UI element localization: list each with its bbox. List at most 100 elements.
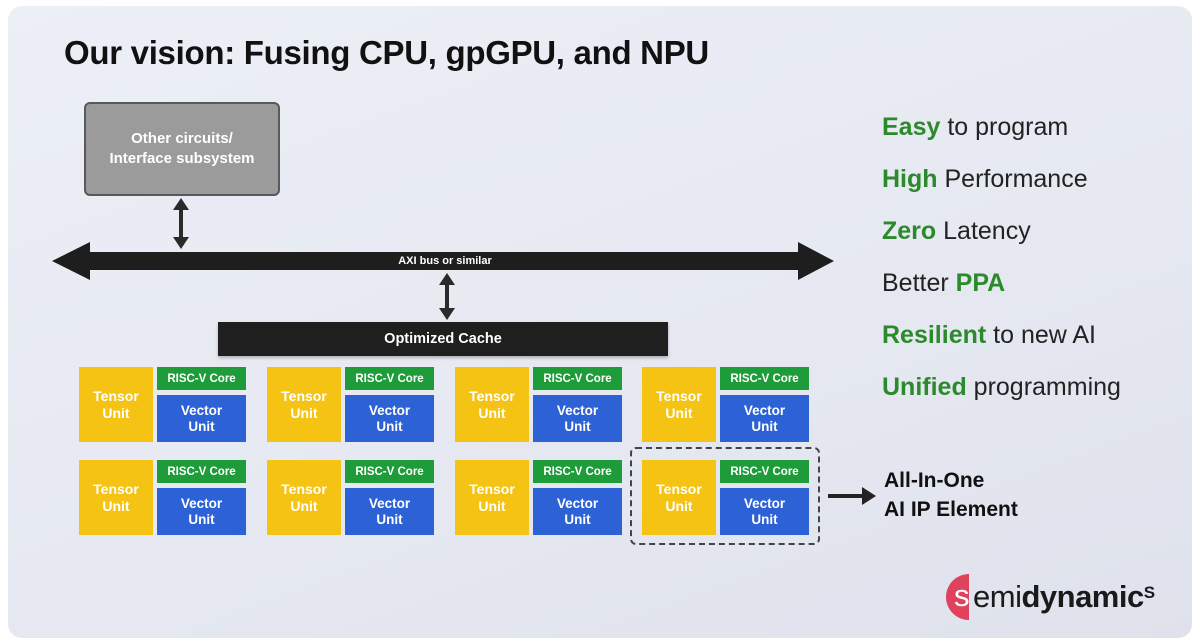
- feature-highlight: Easy: [882, 113, 941, 141]
- feature-highlight: High: [882, 165, 938, 193]
- feature-rest: Latency: [936, 217, 1031, 245]
- feature-rest: to new AI: [986, 321, 1096, 349]
- feature-rest: programming: [966, 373, 1121, 401]
- connector-arrow-top: [173, 198, 189, 249]
- connector-arrow-cache: [439, 273, 455, 320]
- tensor-unit-label-1: Tensor: [93, 387, 139, 404]
- vector-unit-label-2: Unit: [751, 418, 778, 434]
- semidynamics-logo: s emidynamicS: [946, 574, 1155, 620]
- tensor-unit-label-1: Tensor: [469, 387, 515, 404]
- feature-highlight: Unified: [882, 373, 967, 401]
- axi-bus-arrow: [52, 242, 834, 280]
- highlight-arrow: [828, 487, 876, 505]
- tensor-unit-label-1: Tensor: [656, 387, 702, 404]
- feature-item: Unified programming: [882, 368, 1121, 420]
- riscv-core: RISC-V Core: [720, 460, 809, 483]
- feature-highlight: PPA: [955, 269, 1006, 297]
- feature-highlight: Resilient: [882, 321, 987, 349]
- vector-unit-label-1: Vector: [180, 402, 223, 418]
- feature-item: Zero Latency: [882, 212, 1121, 264]
- tensor-unit-label-1: Tensor: [656, 480, 702, 497]
- tensor-unit-label-1: Tensor: [281, 387, 327, 404]
- slide-title: Our vision: Fusing CPU, gpGPU, and NPU: [64, 34, 709, 71]
- riscv-core: RISC-V Core: [157, 367, 246, 390]
- vector-unit-label-1: Vector: [556, 495, 599, 511]
- vector-unit-label-2: Unit: [188, 418, 215, 434]
- vector-unit-label-2: Unit: [564, 511, 591, 527]
- vector-unit-label-2: Unit: [564, 418, 591, 434]
- tensor-unit-label-1: Tensor: [469, 480, 515, 497]
- vector-unit-label-2: Unit: [188, 511, 215, 527]
- riscv-core: RISC-V Core: [157, 460, 246, 483]
- other-circuits-line2: Interface subsystem: [109, 150, 255, 167]
- feature-item: Resilient to new AI: [882, 316, 1121, 368]
- tensor-unit-label-1: Tensor: [281, 480, 327, 497]
- all-in-one-line2: AI IP Element: [884, 498, 1018, 521]
- riscv-core: RISC-V Core: [533, 367, 622, 390]
- feature-highlight: Zero: [882, 217, 937, 245]
- tensor-unit-label-2: Unit: [290, 497, 318, 514]
- other-circuits-box: Other circuits/ Interface subsystem: [84, 102, 280, 196]
- logo-wordmark: emidynamicS: [973, 579, 1155, 614]
- riscv-core: RISC-V Core: [345, 460, 434, 483]
- vector-unit-label-1: Vector: [180, 495, 223, 511]
- feature-item: High Performance: [882, 160, 1121, 212]
- tensor-unit-label-2: Unit: [102, 497, 130, 514]
- feature-item: Easy to program: [882, 108, 1121, 160]
- optimized-cache-block: Optimized Cache: [218, 322, 668, 356]
- riscv-core: RISC-V Core: [533, 460, 622, 483]
- vector-unit-label-2: Unit: [376, 418, 403, 434]
- axi-bus-label: AXI bus or similar: [398, 255, 492, 267]
- feature-rest: to program: [940, 113, 1069, 141]
- tensor-unit-label-2: Unit: [478, 497, 506, 514]
- tensor-unit-label-2: Unit: [102, 404, 130, 421]
- vector-unit-label-1: Vector: [743, 402, 786, 418]
- feature-rest: Performance: [937, 165, 1088, 193]
- highlight-dashed-box: [630, 447, 820, 545]
- tensor-unit-label-2: Unit: [290, 404, 318, 421]
- tensor-unit-label-2: Unit: [665, 404, 693, 421]
- riscv-core: RISC-V Core: [345, 367, 434, 390]
- tensor-unit-label-1: Tensor: [93, 480, 139, 497]
- logo-s: s: [954, 578, 970, 613]
- feature-rest: Better: [882, 269, 956, 297]
- other-circuits-line1: Other circuits/: [131, 130, 233, 147]
- vector-unit-label-1: Vector: [743, 495, 786, 511]
- vector-unit-label-2: Unit: [376, 511, 403, 527]
- vector-unit-label-2: Unit: [751, 511, 778, 527]
- vector-unit-label-1: Vector: [556, 402, 599, 418]
- riscv-core: RISC-V Core: [720, 367, 809, 390]
- vector-unit-label-1: Vector: [368, 495, 411, 511]
- feature-list: Easy to program High Performance Zero La…: [882, 108, 1121, 420]
- all-in-one-label: All-In-One AI IP Element: [884, 466, 1018, 524]
- vector-unit-label-1: Vector: [368, 402, 411, 418]
- logo-half-circle: s: [946, 574, 974, 620]
- tensor-unit-label-2: Unit: [665, 497, 693, 514]
- feature-item: Better PPA: [882, 264, 1121, 316]
